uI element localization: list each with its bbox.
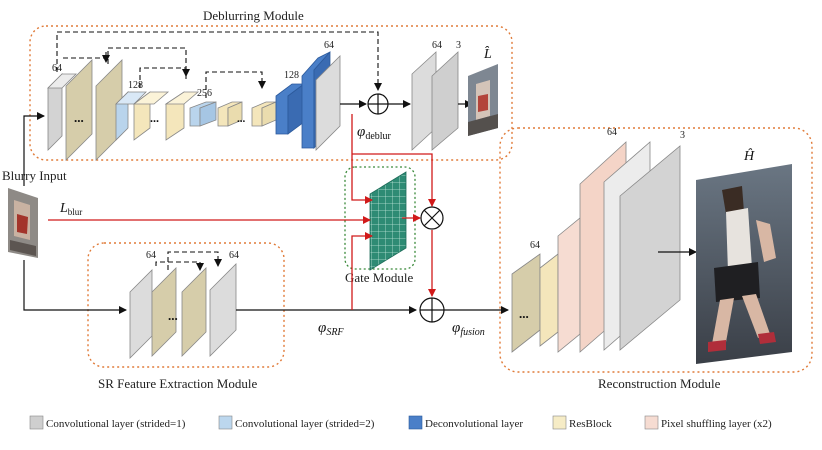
sr-skip-1 — [167, 251, 222, 270]
legend-swatch-conv2 — [218, 415, 233, 430]
sr-conv-layer-1 — [129, 269, 153, 359]
rec-resblock-2 — [539, 253, 559, 347]
phi-fusion-label: φfusion — [452, 320, 485, 338]
sr-feature-module-frame — [87, 242, 285, 368]
legend-label-conv1: Convolutional layer (strided=1) — [46, 418, 186, 430]
sr-channel-64-a: 64 — [146, 250, 156, 261]
fusion-sum-node — [419, 297, 445, 323]
deblur-output-image — [468, 64, 498, 136]
rec-channel-3: 3 — [680, 130, 685, 141]
reconstruction-module-title: Reconstruction Module — [598, 376, 721, 391]
deblurring-module-title: Deblurring Module — [203, 8, 304, 23]
blurry-input-image — [8, 188, 38, 258]
phi-srf-to-gate — [351, 232, 373, 310]
rec-ellipsis: ... — [519, 306, 529, 321]
deblur-skip-top — [56, 31, 382, 91]
l-blur-label: Lblur — [59, 201, 82, 217]
deblur-ellipsis-3: ... — [237, 113, 246, 125]
reconstructed-output-image — [696, 164, 792, 364]
phi-deblur-to-gate — [351, 114, 373, 204]
deblur-sum-node — [367, 93, 389, 115]
out-channel-3: 3 — [456, 40, 461, 51]
legend-label-resblock: ResBlock — [569, 418, 612, 430]
gate-multiply-node — [420, 206, 444, 230]
rec-channel-64: 64 — [530, 240, 540, 251]
deblur-channel-128-up: 128 — [284, 70, 299, 81]
legend-label-pixel-shuffle: Pixel shuffling layer (x2) — [661, 418, 772, 430]
legend-swatch-conv1 — [29, 415, 44, 430]
legend-swatch-deconv — [408, 415, 423, 430]
gate-grid-block — [369, 171, 407, 271]
out-conv-layer-2 — [431, 51, 459, 151]
phi-deblur-to-mult — [352, 153, 436, 207]
deblur-conv-layer-2 — [315, 55, 341, 151]
rec-conv-layer-2 — [619, 145, 681, 351]
legend-swatch-pixel-shuffle — [644, 415, 659, 430]
sr-resblock-1 — [151, 267, 177, 357]
blurry-input-label: Blurry Input — [2, 168, 67, 183]
gate-module-title: Gate Module — [345, 270, 413, 285]
deblur-skip-128 — [139, 67, 187, 88]
phi-deblur-label: φdeblur — [357, 124, 392, 142]
deblurring-module-frame — [29, 25, 513, 161]
legend-label-conv2: Convolutional layer (strided=2) — [235, 418, 375, 430]
phi-srf-label: φSRF — [318, 320, 344, 338]
legend: Convolutional layer (strided=1) Convolut… — [29, 415, 772, 430]
l-hat-symbol: L̂ — [483, 46, 492, 62]
sr-channel-64-b: 64 — [229, 250, 239, 261]
deblur-channel-256: 256 — [197, 88, 212, 99]
sr-conv-layer-2 — [209, 263, 237, 357]
deblur-channel-128: 128 — [128, 80, 143, 91]
h-hat-symbol: Ĥ — [743, 147, 755, 164]
sr-ellipsis: ... — [168, 308, 178, 323]
legend-swatch-resblock — [552, 415, 567, 430]
input-to-deblur-line — [23, 112, 45, 186]
sr-resblock-2 — [181, 267, 207, 357]
sr-feature-module-title: SR Feature Extraction Module — [98, 376, 257, 391]
deblur-channel-64-up: 64 — [324, 40, 334, 51]
out-channel-64: 64 — [432, 40, 442, 51]
deblur-skip-256 — [205, 71, 266, 98]
rec-channel-64-top: 64 — [607, 127, 617, 138]
deblur-ellipsis-1: ... — [74, 110, 84, 125]
deblur-resblock-1 — [65, 59, 93, 161]
rec-resblock-1 — [511, 253, 541, 353]
input-to-sr-line — [23, 260, 127, 314]
rec-pixel-shuffle-1 — [557, 217, 581, 353]
sr-skip-2 — [155, 261, 204, 271]
legend-label-deconv: Deconvolutional layer — [425, 418, 523, 430]
deblur-ellipsis-2: ... — [150, 111, 159, 125]
